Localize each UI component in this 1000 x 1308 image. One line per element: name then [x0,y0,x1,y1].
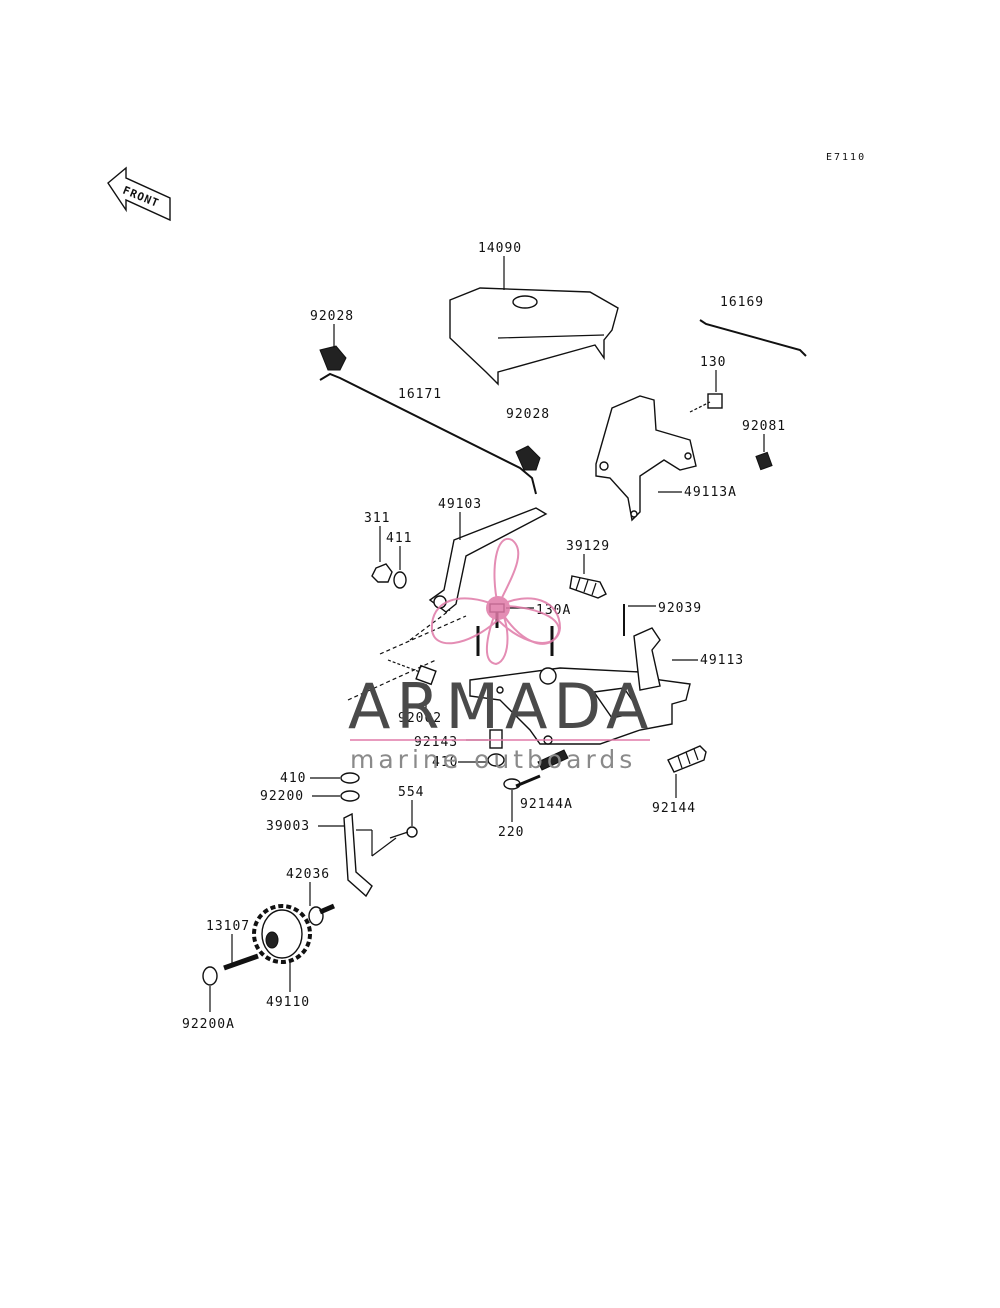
part-92144A-bolt[interactable] [503,774,541,790]
label-410-middle: 410 [432,755,458,770]
label-42036: 42036 [286,867,330,882]
label-410: 410 [280,771,306,786]
part-311-nut[interactable] [371,563,393,583]
part-16171-rod[interactable] [319,372,537,495]
label-130A: 130A [536,603,571,618]
assembly-guide-lines [347,609,467,701]
label-92002: 92002 [398,711,442,726]
part-49103-lever[interactable] [428,507,548,613]
label-49113: 49113 [700,653,744,668]
part-92143-collar[interactable] [489,729,503,749]
part-130-bolt[interactable] [689,393,723,413]
part-39129-spring[interactable] [569,575,607,599]
part-92002-stud[interactable] [387,659,437,686]
part-554-clip[interactable] [389,826,418,839]
part-13107-shaft[interactable] [223,953,259,971]
label-16169: 16169 [720,295,764,310]
part-410-washer[interactable] [340,772,360,784]
diagram-code: E7110 [826,152,866,163]
part-92028-clip-upper[interactable] [319,345,347,371]
part-14090-cover[interactable] [449,287,619,386]
label-220: 220 [498,825,524,840]
label-92028-upper: 92028 [310,309,354,324]
label-39003: 39003 [266,819,310,834]
part-39003-link[interactable] [343,812,397,898]
part-49110-gear[interactable] [252,904,312,964]
label-130: 130 [700,355,726,370]
label-92144A: 92144A [520,797,573,812]
label-92200: 92200 [260,789,304,804]
part-92081-spring[interactable] [755,451,773,471]
part-16169-rod[interactable] [699,319,807,357]
label-16171: 16171 [398,387,442,402]
part-410-washer-middle[interactable] [487,753,505,767]
label-14090: 14090 [478,241,522,256]
part-411-washer[interactable] [393,571,407,589]
label-554: 554 [398,785,424,800]
label-39129: 39129 [566,539,610,554]
armada-logo-icon [430,537,562,666]
part-49113-main-bracket[interactable] [469,627,691,745]
label-92039: 92039 [658,601,702,616]
label-311: 311 [364,511,390,526]
label-92200A: 92200A [182,1017,235,1032]
label-49113A: 49113A [684,485,737,500]
label-92081: 92081 [742,419,786,434]
label-49110: 49110 [266,995,310,1010]
watermark-title: ARMADA [348,670,654,743]
part-92144-spring[interactable] [667,745,707,773]
label-92143: 92143 [414,735,458,750]
label-411: 411 [386,531,412,546]
label-13107: 13107 [206,919,250,934]
part-92028-clip-lower[interactable] [515,445,541,471]
part-92200-washer[interactable] [340,790,360,802]
part-42036-collar[interactable] [308,903,335,926]
part-92200A-washer[interactable] [202,966,218,986]
watermark-subtitle: marine outboards [350,745,636,774]
front-arrow-icon: FRONT [107,166,171,222]
label-92144: 92144 [652,801,696,816]
part-92144A-spring[interactable] [537,749,569,771]
part-49113A-bracket[interactable] [595,395,697,522]
label-92028-lower: 92028 [506,407,550,422]
label-49103: 49103 [438,497,482,512]
